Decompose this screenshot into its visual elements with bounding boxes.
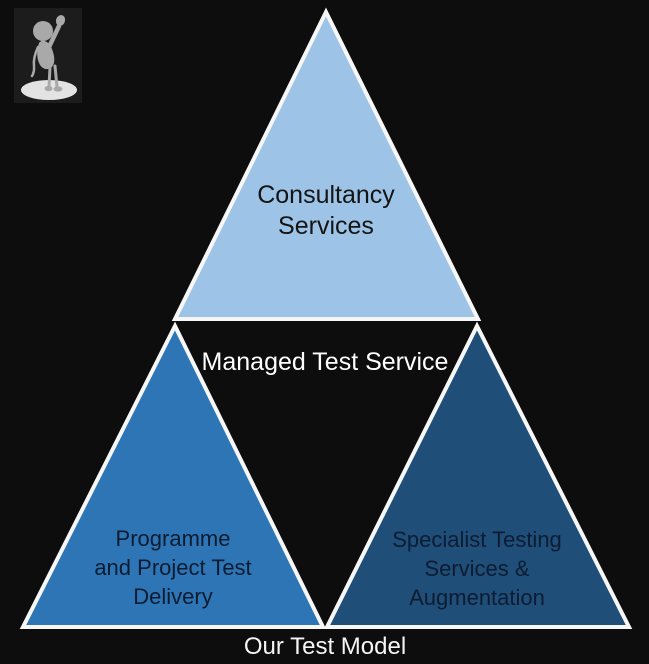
logo-left-leg [47, 65, 52, 89]
segment-specialist-triangle [323, 321, 633, 629]
logo-right-foot [53, 86, 63, 92]
logo-right-leg [53, 64, 59, 89]
logo-head [33, 21, 53, 41]
segment-consultancy-triangle [171, 7, 482, 321]
logo-raised-arm [46, 23, 62, 50]
waving-person-icon [14, 8, 82, 103]
segment-programme-triangle [19, 321, 327, 629]
logo-torso [37, 40, 55, 70]
logo-hand [55, 15, 66, 26]
logo-left-arm [30, 45, 40, 78]
logo-left-foot [44, 85, 53, 92]
